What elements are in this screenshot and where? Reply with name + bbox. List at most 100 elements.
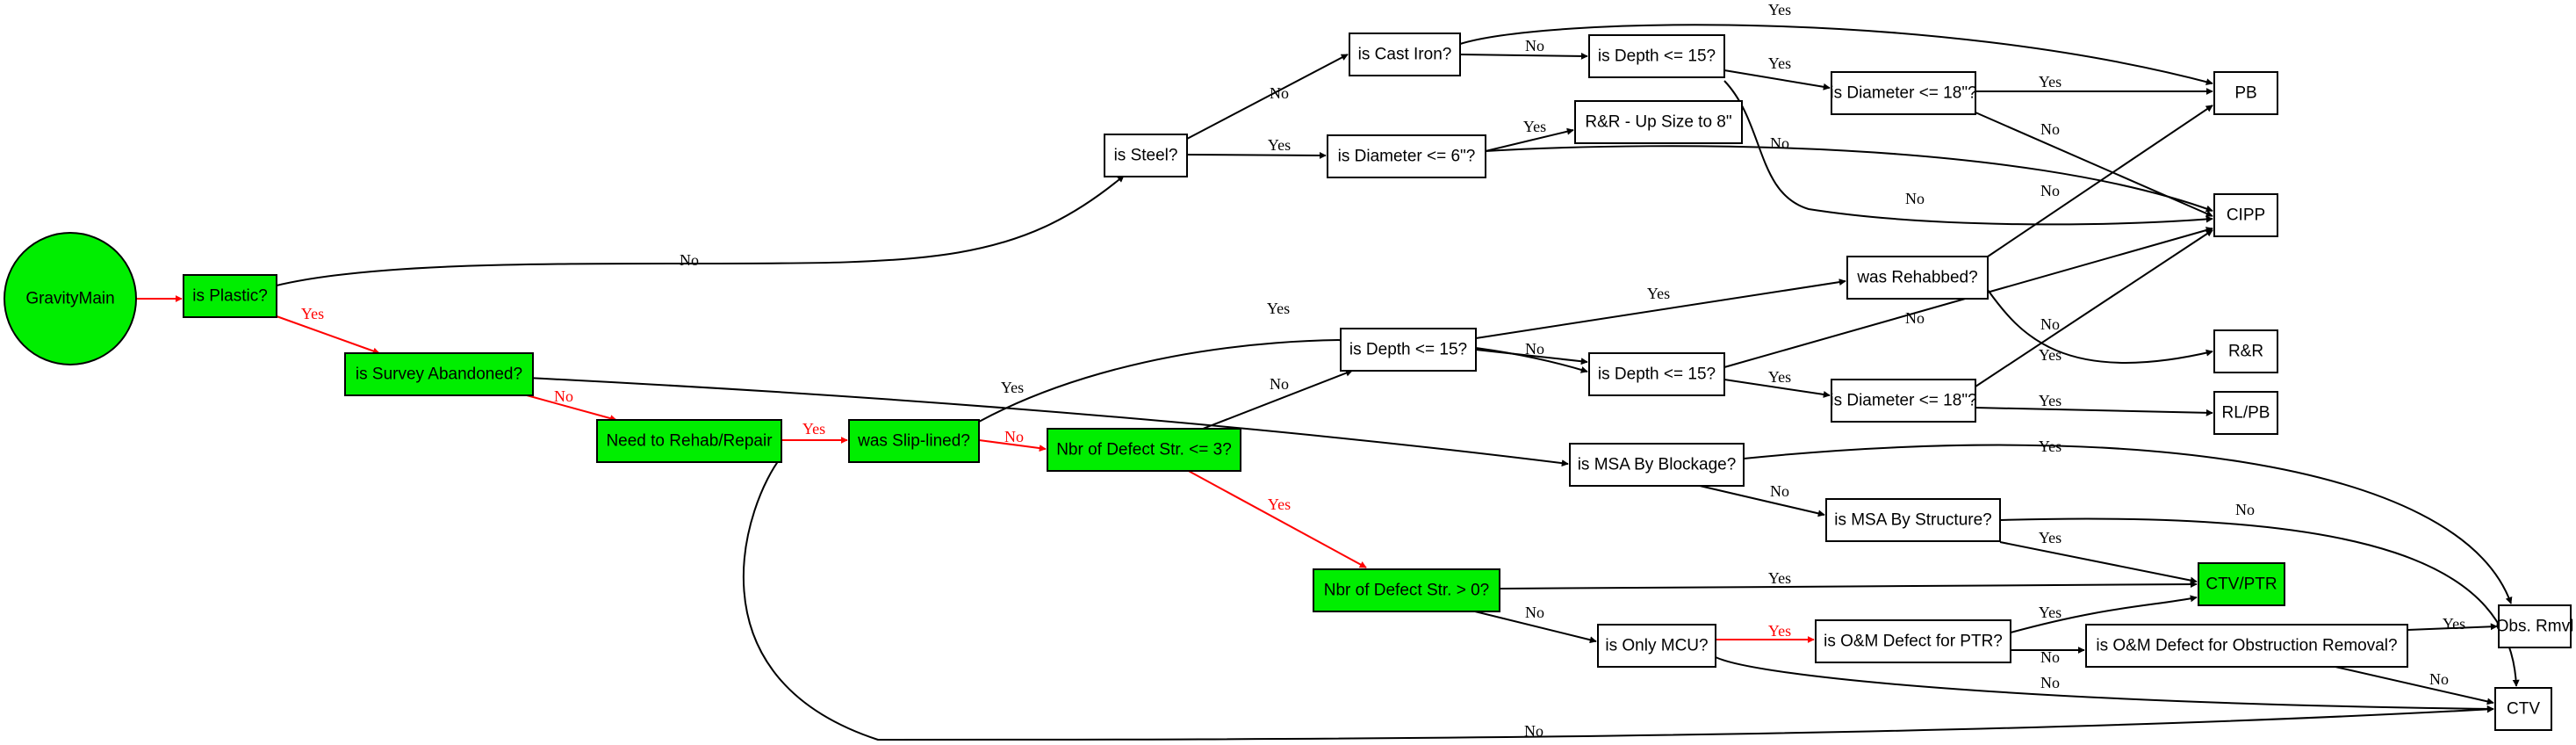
edge-e5 — [526, 377, 1569, 467]
edge-e22 — [1475, 278, 1846, 339]
edge-label-e19: Yes — [1768, 54, 1791, 72]
node-shape-gravity — [4, 232, 137, 365]
node-depth15c: is Depth <= 15? — [1588, 352, 1725, 396]
edge-e37 — [1715, 656, 2494, 712]
node-shape-nbr0 — [1313, 568, 1500, 612]
node-label-castiron: is Cast Iron? — [1358, 46, 1452, 64]
edge-e13 — [1186, 151, 1327, 159]
edge-label-e2: No — [680, 251, 699, 269]
edge-label-e41: Yes — [2443, 615, 2465, 633]
node-nbr0: Nbr of Defect Str. > 0? — [1313, 568, 1500, 612]
node-label-obsrmvl: Obs. Rmvl — [2496, 618, 2574, 636]
edge-e2 — [276, 175, 1125, 286]
node-label-steel: is Steel? — [1114, 147, 1178, 165]
edge-label-e29: Yes — [2039, 392, 2062, 409]
node-label-onlymcu: is Only MCU? — [1605, 637, 1708, 655]
edge-label-e7: No — [1524, 722, 1543, 740]
edge-e8 — [978, 439, 1047, 452]
edge-e17 — [1485, 145, 2213, 213]
edge-e38 — [2010, 595, 2198, 633]
node-castiron: is Cast Iron? — [1349, 33, 1461, 76]
node-rr: R&R — [2213, 329, 2278, 373]
edge-e29 — [1975, 407, 2213, 416]
edge-e32 — [1999, 541, 2198, 584]
node-depth15b: is Depth <= 15? — [1340, 328, 1477, 372]
node-gravity: GravityMain — [4, 232, 137, 365]
node-shape-rrup — [1574, 100, 1743, 144]
edge-e15 — [1459, 52, 1588, 60]
edge-e40 — [2335, 666, 2494, 705]
node-shape-ctvptr — [2198, 562, 2285, 606]
node-depth15a: is Depth <= 15? — [1588, 34, 1725, 78]
node-shape-depth15a — [1588, 34, 1725, 78]
edge-label-e3: Yes — [301, 305, 324, 322]
node-shape-omptr — [1815, 619, 2011, 663]
node-steel: is Steel? — [1104, 134, 1188, 177]
node-label-rehab: Need to Rehab/Repair — [606, 432, 773, 451]
node-rrup: R&R - Up Size to 8" — [1574, 100, 1743, 144]
nodes-layer: GravityMain is Plastic? is Survey Abandone… — [4, 33, 2574, 731]
node-shape-cipp — [2213, 193, 2278, 237]
edge-e31 — [1743, 444, 2513, 604]
node-shape-msastruct — [1825, 498, 2001, 542]
edge-e28 — [1975, 229, 2213, 387]
edge-label-e28: No — [2040, 315, 2060, 333]
node-shape-pb — [2213, 71, 2278, 115]
edge-label-e22: Yes — [1647, 285, 1670, 302]
edge-e35 — [1474, 611, 1597, 644]
edge-label-e23: No — [1525, 340, 1544, 358]
node-label-slip: was Slip-lined? — [857, 432, 970, 451]
edge-label-e37: No — [2040, 674, 2060, 691]
edge-e25 — [1987, 289, 2213, 365]
node-label-ctvptr: CTV/PTR — [2205, 575, 2277, 594]
node-label-pb: PB — [2234, 84, 2256, 103]
node-onlymcu: is Only MCU? — [1597, 624, 1716, 668]
edge-e11 — [1184, 468, 1367, 568]
node-obsrmvl: Obs. Rmvl — [2496, 604, 2574, 648]
edge-label-e36: Yes — [1768, 622, 1791, 640]
edge-e19 — [1723, 69, 1831, 90]
edge-label-e32: Yes — [2039, 529, 2062, 546]
node-label-depth15a: is Depth <= 15? — [1598, 47, 1716, 66]
edge-label-e10: No — [1270, 375, 1289, 393]
node-label-nbr3: Nbr of Defect Str. <= 3? — [1056, 441, 1232, 459]
edge-e34 — [1499, 581, 2198, 589]
edge-label-e18: No — [1905, 190, 1925, 207]
edge-label-e27: Yes — [1768, 368, 1791, 386]
edge-label-e35: No — [1525, 604, 1544, 621]
node-label-diam6: is Diameter <= 6"? — [1338, 148, 1476, 166]
node-shape-depth15b — [1340, 328, 1477, 372]
edge-e16 — [1485, 127, 1574, 152]
edge-label-e12: No — [1270, 84, 1289, 102]
node-shape-slip — [848, 419, 980, 463]
node-label-depth15b: is Depth <= 15? — [1349, 341, 1467, 359]
edge-label-e16: Yes — [1523, 118, 1546, 135]
edge-e18 — [1723, 80, 2213, 226]
edge-label-e14: Yes — [1768, 1, 1791, 18]
node-shape-rlpb — [2213, 391, 2278, 435]
node-ctv: CTV — [2494, 687, 2552, 731]
node-label-survey: is Survey Abandoned? — [356, 365, 522, 384]
node-shape-steel — [1104, 134, 1188, 177]
node-slip: was Slip-lined? — [848, 419, 980, 463]
node-label-rrup: R&R - Up Size to 8" — [1585, 113, 1731, 132]
edge-label-e21: No — [2040, 120, 2060, 138]
edge-label-e17: No — [1770, 134, 1789, 152]
node-shape-omobs — [2085, 624, 2408, 668]
node-rehabbed: was Rehabbed? — [1846, 256, 1989, 300]
edge-label-e31: Yes — [2039, 438, 2062, 455]
node-shape-plastic — [183, 274, 277, 318]
edge-e27 — [1723, 379, 1831, 398]
node-label-omobs: is O&M Defect for Obstruction Removal? — [2096, 637, 2397, 655]
edge-label-e13: Yes — [1268, 136, 1291, 154]
node-shape-diam18a — [1831, 71, 1976, 115]
node-label-diam18b: is Diameter <= 18"? — [1830, 392, 1976, 410]
node-pb: PB — [2213, 71, 2278, 115]
edge-label-e39: No — [2040, 648, 2060, 666]
node-label-diam18a: is Diameter <= 18"? — [1830, 84, 1976, 103]
node-label-nbr0: Nbr of Defect Str. > 0? — [1324, 582, 1490, 600]
node-shape-onlymcu — [1597, 624, 1716, 668]
node-label-plastic: is Plastic? — [192, 287, 268, 306]
edge-e41 — [2407, 623, 2498, 631]
